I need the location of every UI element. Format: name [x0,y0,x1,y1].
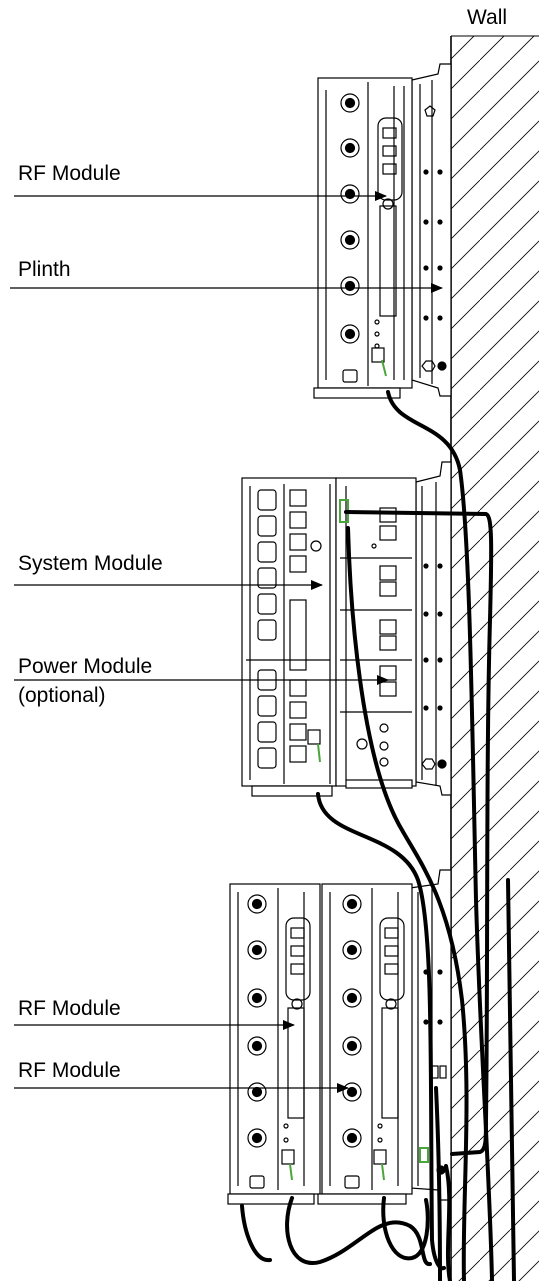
rf-module-bottom-right [317,883,413,1205]
cable-power-module-2 [346,526,469,1281]
cable-system-module [316,792,446,1271]
plinth-top [411,63,452,397]
rf-module-bottom-left [227,883,321,1205]
plinth-middle [415,461,452,796]
wall [450,35,539,1281]
cable-bottom-right [381,1196,430,1261]
rf-module-top-label: RF Module [18,162,121,185]
rf-module-bottom-1-label: RF Module [18,997,121,1020]
wall-label: Wall [467,6,508,29]
power-module-label: Power Module [18,655,153,678]
cables [240,390,516,1281]
system-module [241,477,337,797]
cable-bottom-left-stub [240,1204,272,1262]
plinth-label: Plinth [18,258,71,281]
bottom-rf-assembly [227,869,452,1205]
power-module-note-label: (optional) [18,684,106,707]
power-module [335,477,417,789]
cable-wall-2 [506,878,516,1281]
cable-wall-3 [434,1086,442,1281]
cable-bottom-left [285,1196,432,1266]
cable-power-module-loop [344,510,494,1156]
system-module-label: System Module [18,552,163,575]
top-rf-assembly [313,63,452,399]
rf-module-bottom-2-label: RF Module [18,1059,121,1082]
rf-module-top [313,77,413,399]
system-assembly [241,461,452,797]
cable-wall-1 [444,1164,452,1281]
